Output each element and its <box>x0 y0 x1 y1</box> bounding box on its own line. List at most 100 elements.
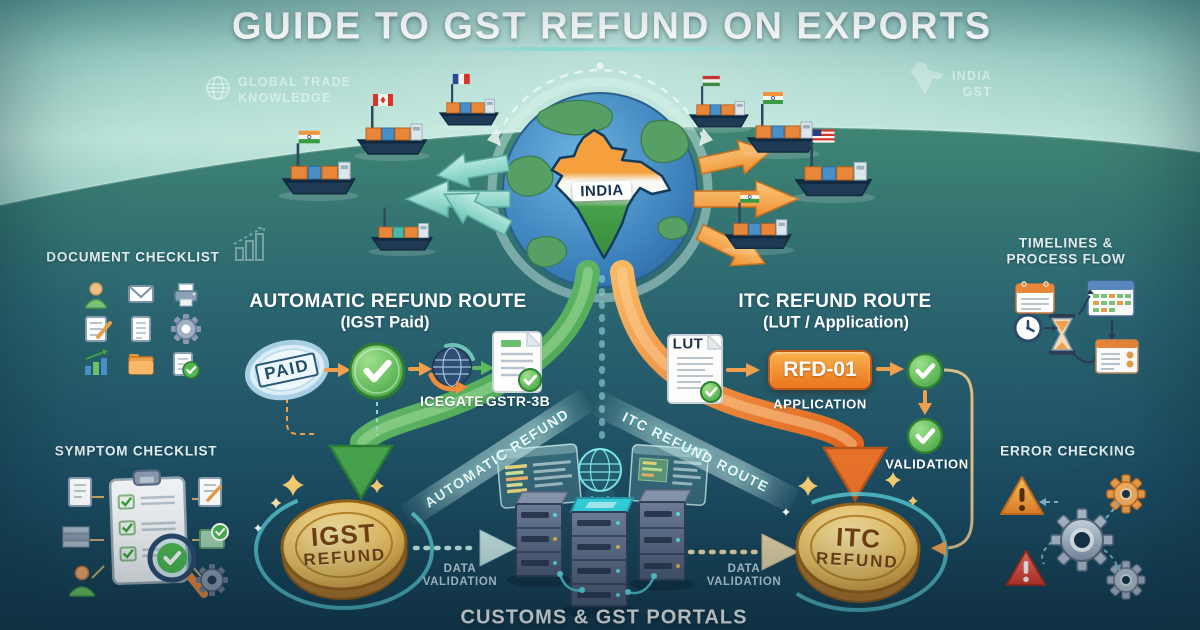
igst-route-band <box>327 260 600 501</box>
arrow-check-to-icegate <box>419 362 432 376</box>
validation-check-1 <box>906 352 944 390</box>
validation-to-coin-line <box>943 368 974 550</box>
calendar-orange-icon <box>1015 281 1055 314</box>
lut-label: LUT <box>672 335 704 353</box>
title-underline <box>447 47 777 51</box>
icegate-label: ICEGATE <box>420 393 484 409</box>
error-checking-graphic <box>1000 474 1146 600</box>
symptom-person-icon <box>69 565 95 597</box>
data-validation-right-line1: DATA <box>727 563 761 575</box>
symptom-gear-icon <box>196 564 228 596</box>
bar-chart-icon <box>85 349 108 375</box>
cargo-ship-usa <box>790 129 877 204</box>
lut-document-icon <box>667 333 724 404</box>
page-title: GUIDE TO GST REFUND ON EXPORTS <box>231 5 993 48</box>
symptom-stack-icon <box>62 526 90 548</box>
symptom-check-box-icon <box>199 523 229 549</box>
validation-label: VALIDATION <box>885 456 969 472</box>
data-validation-left-line1: DATA <box>443 563 477 575</box>
india-gst-watermark-top: INDIA GST <box>952 68 992 101</box>
gstr3b-document-icon <box>492 330 543 393</box>
server-tower-middle <box>569 497 635 607</box>
data-validation-right-line2: VALIDATION <box>706 576 782 588</box>
hourglass-icon <box>1049 314 1075 355</box>
customs-gst-portals-label: CUSTOMS & GST PORTALS <box>460 606 748 629</box>
timeline-arrows <box>1044 295 1113 364</box>
cargo-ship-france <box>435 73 502 132</box>
watermark-line: GST <box>962 85 993 100</box>
document-icon <box>131 316 151 342</box>
automatic-route-title: AUTOMATIC REFUND ROUTE <box>249 291 527 312</box>
timelines-title-line2: PROCESS FLOW <box>1006 251 1126 267</box>
global-trade-watermark: GLOBAL TRADE KNOWLEDGE <box>204 74 351 107</box>
server-cables <box>557 571 657 595</box>
globe-watermark-icon <box>206 76 230 100</box>
validation-check-2 <box>906 417 944 455</box>
igst-refund-coin <box>254 474 434 610</box>
export-arrows-left <box>404 152 513 237</box>
watermark-line: KNOWLEDGE <box>238 91 332 106</box>
warning-triangle-red-icon <box>1005 549 1047 586</box>
data-validation-arrow-left <box>412 529 518 567</box>
server-tower-right <box>637 489 693 581</box>
person-icon <box>85 282 107 309</box>
cargo-ship-india-right <box>743 92 821 160</box>
itc-route-subtitle: (LUT / Application) <box>762 313 910 332</box>
orbit-dashed-arc <box>487 62 713 146</box>
itc-route-band <box>610 260 889 503</box>
cargo-ship-plain <box>367 207 437 257</box>
paid-stamp-icon <box>244 339 330 401</box>
arrow-lut-to-rfd <box>746 363 760 377</box>
doc-checklist-icons <box>85 282 201 379</box>
document-pencil-icon <box>85 316 112 342</box>
folder-icon <box>128 354 154 375</box>
itc-refund-coin <box>768 472 948 612</box>
calendar-tasks-icon <box>1095 339 1139 374</box>
timelines-graphic <box>1013 280 1139 374</box>
symptom-checklist-graphic <box>62 469 229 598</box>
printer-icon <box>174 283 198 307</box>
cargo-ship-india-left <box>278 130 360 202</box>
icegate-icon <box>428 343 475 394</box>
gstr3b-label: GSTR-3B <box>485 393 551 409</box>
igst-coin-label: IGST REFUND <box>301 518 387 571</box>
server-tower-left <box>514 491 570 577</box>
symptom-doc-pencil-icon <box>198 477 222 507</box>
gear-icon <box>171 314 201 344</box>
coin-text-line2: REFUND <box>815 548 900 572</box>
check-circle-auto <box>348 342 406 400</box>
document-check-icon <box>173 352 200 379</box>
arrow-rfd-to-check <box>890 362 904 376</box>
application-label: APPLICATION <box>773 396 867 412</box>
watermark-line: INDIA <box>952 69 993 83</box>
envelope-icon <box>128 285 154 303</box>
arrow-into-itc-coin <box>931 541 946 556</box>
arrow-icegate-to-gstr <box>481 361 494 375</box>
data-validation-left-line2: VALIDATION <box>422 576 498 588</box>
india-globe-label: INDIA <box>572 180 632 202</box>
calendar-blue-icon <box>1087 280 1135 317</box>
rfd01-box: RFD-01 <box>768 350 872 390</box>
symptom-doc-icon <box>68 477 92 507</box>
error-dashed-connectors <box>1041 501 1119 569</box>
error-checking-title: ERROR CHECKING <box>1000 443 1136 459</box>
clock-icon <box>1013 313 1043 343</box>
cargo-ship-hungary <box>685 75 752 134</box>
bar-chart-watermark <box>233 227 265 261</box>
magnifier-check-icon <box>147 533 208 598</box>
arrow-check-down <box>918 403 932 415</box>
small-gear-gray-icon <box>1106 560 1146 600</box>
india-map-watermark <box>910 62 944 95</box>
document-checklist-title: DOCUMENT CHECKLIST <box>46 249 220 265</box>
automatic-route-subtitle: (IGST Paid) <box>340 313 430 332</box>
itc-route-title: ITC REFUND ROUTE <box>738 291 932 312</box>
data-validation-arrow-right <box>687 533 800 571</box>
watermark-line: GLOBAL TRADE <box>238 75 352 89</box>
symptom-checklist-title: SYMPTOM CHECKLIST <box>54 443 218 459</box>
globe-continents <box>506 99 689 268</box>
big-gear-icon <box>1050 508 1114 572</box>
timelines-title-line1: TIMELINES & <box>1018 235 1114 251</box>
globe <box>487 77 713 303</box>
